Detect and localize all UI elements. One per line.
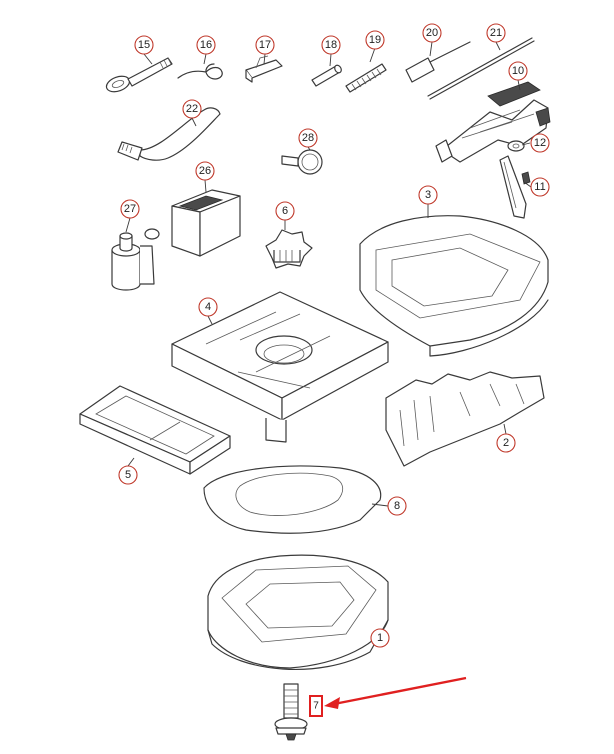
part-bolt[interactable] xyxy=(274,683,308,741)
part-compressor[interactable] xyxy=(171,189,241,257)
callout-27[interactable]: 27 xyxy=(120,199,140,219)
part-pressure-gauge[interactable] xyxy=(281,149,323,175)
highlight-arrow xyxy=(324,676,467,709)
svg-text:5: 5 xyxy=(125,469,131,481)
svg-text:27: 27 xyxy=(124,203,136,215)
callout-3[interactable]: 3 xyxy=(418,185,438,205)
leader-lines xyxy=(125,41,532,639)
callout-22[interactable]: 22 xyxy=(182,99,202,119)
part-nut[interactable] xyxy=(507,140,525,152)
svg-text:10: 10 xyxy=(512,65,524,77)
callout-4[interactable]: 4 xyxy=(198,297,218,317)
callout-16[interactable]: 16 xyxy=(196,35,216,55)
svg-text:8: 8 xyxy=(394,500,400,512)
callout-26[interactable]: 26 xyxy=(195,161,215,181)
part-screwdriver[interactable] xyxy=(405,41,471,83)
part-foam-tray-large[interactable] xyxy=(359,215,549,357)
callout-6[interactable]: 6 xyxy=(275,201,295,221)
callouts: 15 16 17 18 19 20 21 10 12 11 22 28 26 2… xyxy=(118,23,550,648)
part-base-plate[interactable] xyxy=(171,291,389,443)
callout-7-label: 7 xyxy=(313,701,319,712)
highlight-callout-7[interactable]: 7 xyxy=(309,695,323,717)
part-threaded-rod[interactable] xyxy=(345,63,387,93)
arrow-head-icon xyxy=(324,697,340,709)
part-flat-mat[interactable] xyxy=(203,465,382,534)
svg-text:28: 28 xyxy=(302,132,314,144)
svg-text:11: 11 xyxy=(534,181,545,193)
svg-text:26: 26 xyxy=(199,165,211,177)
part-sealant-bottle[interactable] xyxy=(111,228,160,291)
svg-text:18: 18 xyxy=(325,39,337,51)
callout-18[interactable]: 18 xyxy=(321,35,341,55)
callout-8[interactable]: 8 xyxy=(387,496,407,516)
svg-text:22: 22 xyxy=(186,103,198,115)
callout-15[interactable]: 15 xyxy=(134,35,154,55)
svg-text:16: 16 xyxy=(200,39,212,51)
svg-text:2: 2 xyxy=(503,437,509,449)
callout-12[interactable]: 12 xyxy=(530,133,550,153)
svg-text:12: 12 xyxy=(534,137,546,149)
part-wheel-well-insert[interactable] xyxy=(207,554,389,671)
part-bracket[interactable] xyxy=(499,155,531,219)
part-wheel-brace[interactable] xyxy=(117,107,221,161)
callout-28[interactable]: 28 xyxy=(298,128,318,148)
part-clip[interactable] xyxy=(245,55,283,83)
part-towing-eye[interactable] xyxy=(104,57,173,95)
part-foam-insert-side[interactable] xyxy=(385,371,545,467)
callout-17[interactable]: 17 xyxy=(255,35,275,55)
callout-1[interactable]: 1 xyxy=(370,628,390,648)
part-long-rod[interactable] xyxy=(427,37,535,100)
highlight-box xyxy=(309,695,323,717)
svg-text:6: 6 xyxy=(282,205,288,217)
svg-text:20: 20 xyxy=(426,27,438,39)
svg-text:1: 1 xyxy=(377,632,383,644)
callout-19[interactable]: 19 xyxy=(365,30,385,50)
callout-2[interactable]: 2 xyxy=(496,433,516,453)
svg-text:15: 15 xyxy=(138,39,150,51)
svg-text:19: 19 xyxy=(369,34,381,46)
callout-5[interactable]: 5 xyxy=(118,465,138,485)
svg-text:3: 3 xyxy=(425,189,431,201)
callout-20[interactable]: 20 xyxy=(422,23,442,43)
part-pin[interactable] xyxy=(311,64,343,87)
part-scissor-jack[interactable] xyxy=(435,81,551,163)
svg-text:17: 17 xyxy=(259,39,271,51)
callout-10[interactable]: 10 xyxy=(508,61,528,81)
callout-11[interactable]: 11 xyxy=(530,177,550,197)
svg-text:4: 4 xyxy=(205,301,211,313)
callout-21[interactable]: 21 xyxy=(486,23,506,43)
part-star-knob[interactable] xyxy=(265,229,313,269)
svg-text:21: 21 xyxy=(490,27,502,39)
part-wire-hook[interactable] xyxy=(177,63,223,80)
part-small-tray[interactable] xyxy=(79,385,231,475)
